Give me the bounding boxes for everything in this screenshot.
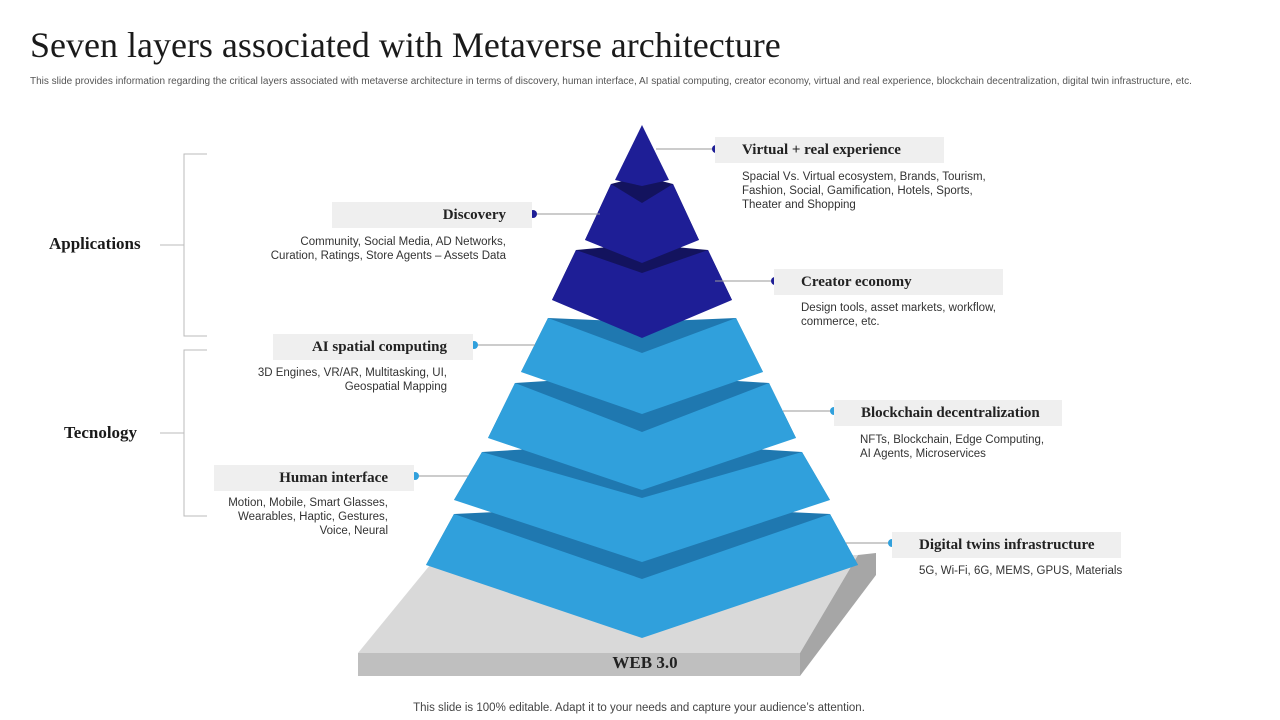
desc-line: Wearables, Haptic, Gestures, (238, 511, 388, 523)
connector-virtual-real (656, 145, 720, 153)
base-label-web3: WEB 3.0 (612, 653, 678, 672)
desc-line: 3D Engines, VR/AR, Multitasking, UI, (257, 367, 447, 379)
slide-title: Seven layers associated with Metaverse a… (30, 25, 781, 65)
desc-line: Voice, Neural (319, 525, 388, 537)
desc-line: Spacial Vs. Virtual ecosystem, Brands, T… (742, 171, 986, 183)
layer-virtual-real-tip (615, 125, 669, 186)
technology-bracket (160, 349, 207, 517)
desc-discovery: Community, Social Media, AD Networks, Cu… (206, 235, 506, 263)
base-platform-right-side (800, 553, 876, 676)
label-human-interface: Human interface (214, 465, 414, 491)
label-discovery: Discovery (332, 202, 532, 228)
desc-line: NFTs, Blockchain, Edge Computing, (860, 434, 1045, 446)
connector-digital-twins (846, 539, 896, 547)
slide-subtitle: This slide provides information regardin… (30, 76, 1192, 87)
label-blockchain-decentralization: Blockchain decentralization (834, 400, 1062, 426)
applications-bracket (160, 153, 207, 337)
desc-line: commerce, etc. (801, 316, 880, 328)
desc-blockchain-decentralization: NFTs, Blockchain, Edge Computing, AI Age… (860, 433, 1120, 461)
desc-line: Curation, Ratings, Store Agents – Assets… (270, 250, 506, 262)
desc-human-interface: Motion, Mobile, Smart Glasses, Wearables… (128, 496, 388, 538)
desc-line: Design tools, asset markets, workflow, (801, 302, 996, 314)
desc-line: 5G, Wi-Fi, 6G, MEMS, GPUS, Materials (919, 565, 1123, 577)
footer-note: This slide is 100% editable. Adapt it to… (413, 702, 865, 714)
connector-discovery (529, 210, 600, 218)
group-label-technology: Tecnology (64, 423, 138, 442)
base-platform-front (358, 653, 800, 676)
layer-discovery (585, 176, 699, 263)
group-label-applications: Applications (49, 234, 141, 253)
desc-line: Community, Social Media, AD Networks, (300, 236, 506, 248)
desc-line: Motion, Mobile, Smart Glasses, (228, 497, 388, 509)
label-virtual-real-experience: Virtual + real experience (715, 137, 944, 163)
desc-ai-spatial-computing: 3D Engines, VR/AR, Multitasking, UI, Geo… (167, 366, 447, 394)
connector-creator-economy (715, 277, 779, 285)
desc-digital-twins-infrastructure: 5G, Wi-Fi, 6G, MEMS, GPUS, Materials (919, 564, 1219, 578)
layer-creator-economy (552, 244, 732, 338)
desc-line: Fashion, Social, Gamification, Hotels, S… (742, 185, 973, 197)
desc-virtual-real-experience: Spacial Vs. Virtual ecosystem, Brands, T… (742, 170, 1042, 212)
connector-human-interface (411, 472, 468, 480)
connector-blockchain (783, 407, 838, 415)
connector-ai-spatial (470, 341, 535, 349)
desc-line: Geospatial Mapping (344, 381, 447, 393)
desc-line: Theater and Shopping (742, 199, 856, 211)
label-digital-twins-infrastructure: Digital twins infrastructure (892, 532, 1121, 558)
layer-ai-spatial (521, 318, 763, 414)
label-creator-economy: Creator economy (774, 269, 1003, 295)
desc-line: AI Agents, Microservices (860, 448, 986, 460)
desc-creator-economy: Design tools, asset markets, workflow, c… (801, 301, 1061, 329)
label-ai-spatial-computing: AI spatial computing (273, 334, 473, 360)
